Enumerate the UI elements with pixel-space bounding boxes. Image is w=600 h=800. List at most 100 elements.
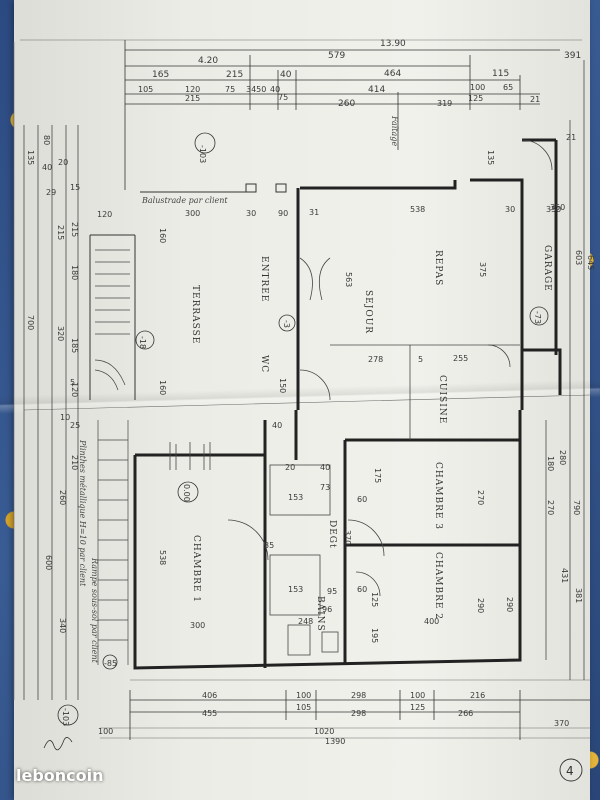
dim: 298 <box>351 691 366 700</box>
level-entree: -3 <box>282 320 291 328</box>
dim: 248 <box>298 617 313 626</box>
dim: 431 <box>560 568 569 583</box>
notes: Balustrade par client Plinthes métalliqu… <box>78 196 228 664</box>
dim: 40 <box>270 85 280 94</box>
room-label-bains: BAINS <box>315 596 325 632</box>
walls-upper <box>296 138 562 410</box>
dim: 5 <box>70 378 75 387</box>
dim: 298 <box>351 709 366 718</box>
dim: 90 <box>278 209 288 218</box>
dim: 29 <box>46 188 56 197</box>
room-labels: TERRASSE SEJOUR REPAS GARAGE CUISINE CHA… <box>190 245 552 632</box>
dim: 75 <box>278 93 288 102</box>
dim: 215 <box>70 222 79 237</box>
room-label-entree: ENTREE <box>259 256 269 302</box>
dim: 95 <box>327 587 337 596</box>
dim: 216 <box>470 691 485 700</box>
dim: 125 <box>370 592 379 607</box>
dim: 30 <box>246 209 256 218</box>
dim: 40 <box>280 70 292 80</box>
dim: 1020 <box>314 727 334 736</box>
dim: 195 <box>370 628 379 643</box>
dim: 270 <box>546 500 555 515</box>
dim: 579 <box>328 51 345 61</box>
dim: 260 <box>58 490 67 505</box>
dim: 120 <box>185 85 200 94</box>
construction-lines <box>13 39 591 739</box>
dim: 125 <box>468 94 483 103</box>
level-markers: -103 -18 -73 -3 0.00 -103 -85 <box>57 132 549 726</box>
note-plinths: Plinthes métallique H=10 par client <box>78 439 87 587</box>
top-dimension-lines <box>124 40 560 190</box>
dim: 40 <box>272 421 282 430</box>
dim: 25 <box>70 421 80 430</box>
dim: 105 <box>138 85 153 94</box>
dim: 135 <box>26 150 35 165</box>
dim: 300 <box>185 209 200 218</box>
dim: 3450 <box>246 85 266 94</box>
dim: 290 <box>505 597 514 612</box>
signature <box>43 737 73 751</box>
dim: 165 <box>152 70 169 80</box>
terrace-outline <box>89 183 287 400</box>
room-label-garage: GARAGE <box>542 245 552 292</box>
dim: 538 <box>410 205 425 214</box>
dim: 105 <box>296 703 311 712</box>
dim: 180 <box>70 265 79 280</box>
dim: 255 <box>453 354 468 363</box>
level-top: -103 <box>198 145 207 163</box>
walls-lower <box>133 410 522 670</box>
dim: 153 <box>288 585 303 594</box>
dim: 100 <box>296 691 311 700</box>
note-ramp: Rampe sous-sol par client <box>90 557 99 664</box>
dim: 175 <box>373 468 382 483</box>
dim: 350 <box>550 203 565 212</box>
dim: 270 <box>476 490 485 505</box>
dim: 406 <box>202 691 217 700</box>
dim: 100 <box>470 83 485 92</box>
room-label-chambre1: CHAMBRE 1 <box>191 535 201 603</box>
dim: 125 <box>410 703 425 712</box>
dim: 563 <box>344 272 353 287</box>
level-stair: -85 <box>104 659 117 668</box>
dim: 10 <box>60 413 70 422</box>
dim: 20 <box>58 158 68 167</box>
dim: 603 <box>574 250 583 265</box>
dim: 215 <box>185 94 200 103</box>
dim: 5 <box>418 355 423 364</box>
room-label-degt: DEGt <box>327 520 337 549</box>
dim: 4.20 <box>198 56 218 66</box>
dim: 20 <box>285 463 295 472</box>
page-number: 4 <box>566 764 574 778</box>
dim: 60 <box>357 495 367 504</box>
dim: 215 <box>56 225 65 240</box>
left-dimensions: 135 700 600 320 260 210 340 80 180 215 1… <box>26 135 167 633</box>
note-balustrade: Balustrade par client <box>141 196 228 205</box>
dim: 40 <box>42 163 52 172</box>
dim: 300 <box>190 621 205 630</box>
dim: 100 <box>410 691 425 700</box>
dim: 464 <box>384 69 401 79</box>
level-chambre1: 0.00 <box>182 484 191 502</box>
dim: 73 <box>320 483 330 492</box>
dim: 414 <box>368 85 385 95</box>
dim: 350 <box>546 205 561 214</box>
level-terrasse: -18 <box>138 336 147 349</box>
dim: 21 <box>566 133 576 142</box>
dim: 135 <box>486 150 495 165</box>
dim: 96 <box>322 605 332 614</box>
dim: 100 <box>98 727 113 736</box>
dim-right-offset: 391 <box>564 51 581 61</box>
room-label-cuisine: CUISINE <box>437 375 447 424</box>
dim: 150 <box>278 378 287 393</box>
dim: 700 <box>26 315 35 330</box>
dim: 290 <box>476 598 485 613</box>
dim: 215 <box>226 70 243 80</box>
dim: 31 <box>309 208 319 217</box>
dim: 160 <box>158 228 167 243</box>
room-label-terrasse: TERRASSE <box>190 285 200 344</box>
dim: 40 <box>320 463 330 472</box>
dim: 75 <box>225 85 235 94</box>
dim: 370 <box>554 719 569 728</box>
